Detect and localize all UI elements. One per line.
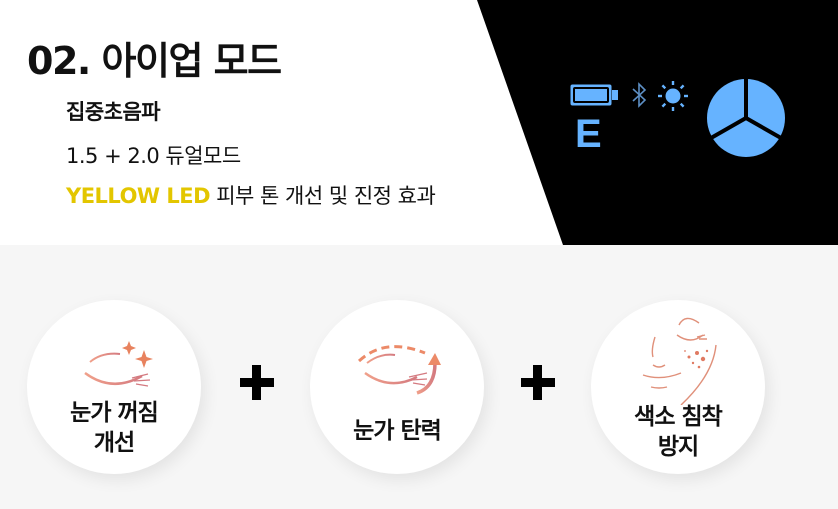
- bluetooth-icon: [632, 82, 647, 108]
- feature-card-pigmentation: 색소 침착 방지: [591, 300, 765, 474]
- feature-label-line1: 눈가 꺼짐: [70, 400, 159, 426]
- mode-dial-icon: [707, 78, 785, 157]
- battery-icon: [570, 84, 618, 106]
- feature-label-line2: 방지: [657, 434, 699, 460]
- feature-label-line1: 색소 침착: [634, 404, 723, 430]
- plus-icon: [521, 365, 555, 400]
- plus-icon: [240, 365, 274, 400]
- face-pigment-icon: [642, 317, 717, 405]
- feature-line-led: YELLOW LED 피부 톤 개선 및 진정 효과: [66, 180, 436, 210]
- page-title: 02. 아이업 모드: [27, 39, 282, 83]
- eye-sparkle-icon: [84, 341, 153, 387]
- feature-label-line1: 눈가 탄력: [353, 418, 442, 444]
- feature-card-eye-elasticity: 눈가 탄력: [310, 300, 484, 474]
- header-section: 02. 아이업 모드 집중초음파 1.5 + 2.0 듀얼모드 YELLOW L…: [0, 0, 838, 245]
- feature-label: 색소 침착 방지: [591, 402, 765, 462]
- feature-card-eye-hollow: 눈가 꺼짐 개선: [27, 300, 201, 474]
- feature-label: 눈가 꺼짐 개선: [27, 398, 201, 458]
- feature-line-dual-mode: 1.5 + 2.0 듀얼모드: [66, 144, 241, 168]
- feature-label: 눈가 탄력: [310, 416, 484, 446]
- led-highlight: YELLOW LED: [66, 184, 211, 208]
- led-description: 피부 톤 개선 및 진정 효과: [210, 184, 436, 208]
- mode-letter: E: [575, 112, 602, 156]
- feature-label-line2: 개선: [93, 430, 135, 456]
- sun-icon: [658, 81, 688, 111]
- feature-line-ultrasound: 집중초음파: [66, 100, 161, 124]
- eye-lift-icon: [357, 345, 441, 395]
